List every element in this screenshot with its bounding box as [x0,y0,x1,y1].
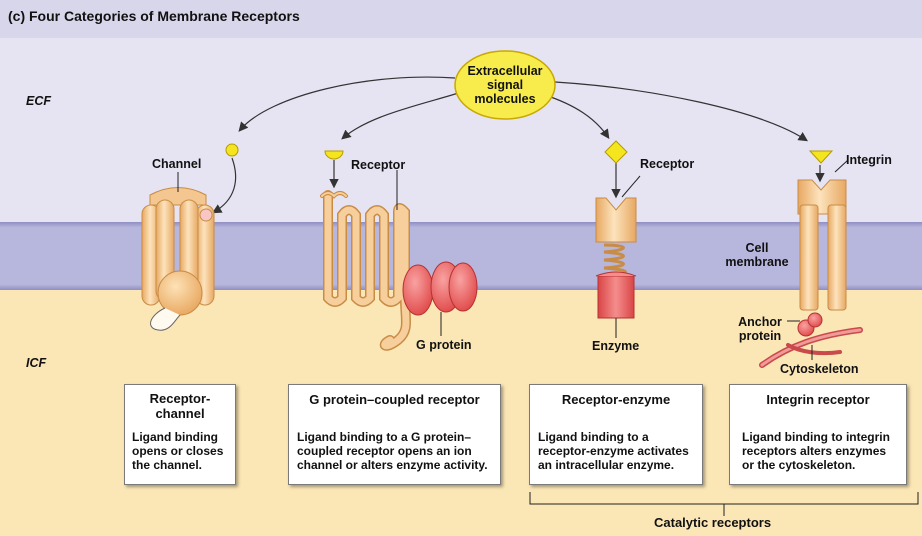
channel-label: Channel [152,157,202,171]
anchor-line-2: protein [738,329,782,343]
ecf-label: ECF [26,94,51,108]
box-title-line-2: channel [155,406,205,421]
signal-molecules-ellipse [454,50,556,120]
ligand-half-circle [324,150,344,160]
box-line: the channel. [132,458,203,472]
box-line: an intracellular enzyme. [538,458,675,472]
enzyme-receptor-label: Receptor [640,157,695,171]
receptor-enzyme-box: Receptor-enzyme Ligand binding to a rece… [529,384,703,485]
box-title: Receptor- channel [125,391,235,421]
box-line: Ligand binding to integrin [742,430,890,444]
signal-molecules-label: Extracellular signal molecules [455,64,555,106]
enzyme-label: Enzyme [592,339,640,353]
gpcr-receptor [320,190,411,351]
receptor-channel-box: Receptor- channel Ligand binding opens o… [124,384,236,485]
channel-receptor [141,187,215,331]
box-description: Ligand binding to integrin receptors alt… [742,430,890,472]
box-line: coupled receptor opens an ion [297,444,472,458]
box-line: Ligand binding to a [538,430,649,444]
box-title: G protein–coupled receptor [309,392,480,407]
box-line: Ligand binding [132,430,218,444]
catalytic-bracket [529,492,919,516]
box-line: receptor-enzyme activates [538,444,689,458]
anchor-line-1: Anchor [738,315,782,329]
receptor-enzyme [595,197,637,319]
signal-line-1: Extracellular [467,64,543,78]
gpcr-receptor-label: Receptor [351,158,406,172]
box-line: Ligand binding to a G protein– [297,430,471,444]
box-line: channel or alters enzyme activity. [297,458,488,472]
box-description: Ligand binding to a G protein– coupled r… [297,430,488,472]
signal-line-2: signal [486,78,524,92]
g-protein-complex [402,261,478,316]
cell-membrane-line-1: Cell [745,241,769,255]
anchor-protein-label: Anchor protein [730,315,790,343]
g-protein-label: G protein [416,338,472,352]
box-description: Ligand binding opens or closes the chann… [132,430,223,472]
box-line: opens or closes [132,444,224,458]
integrin-label: Integrin [846,153,892,167]
signal-line-3: molecules [474,92,536,106]
integrin-box: Integrin receptor Ligand binding to inte… [729,384,907,485]
title-band [0,0,922,38]
cell-membrane-line-2: membrane [725,255,789,269]
catalytic-receptors-label: Catalytic receptors [654,515,772,530]
cytoskeleton-label: Cytoskeleton [780,362,859,376]
box-description: Ligand binding to a receptor-enzyme acti… [538,430,689,472]
ligand-circle [225,143,239,157]
integrin-receptor [759,179,863,368]
box-title: Receptor-enzyme [561,392,671,407]
ligand-diamond [604,140,628,164]
figure-title: (c) Four Categories of Membrane Receptor… [8,8,300,24]
icf-label: ICF [26,356,47,370]
box-title: Integrin receptor [766,392,870,407]
ligand-triangle [808,150,834,164]
gpcr-box: G protein–coupled receptor Ligand bindin… [288,384,501,485]
box-line: or the cytoskeleton. [742,458,856,472]
cell-membrane-label: Cell membrane [722,241,792,269]
box-line: receptors alters enzymes [742,444,887,458]
signal-arrows [211,76,825,214]
box-title-line-1: Receptor- [149,391,211,406]
